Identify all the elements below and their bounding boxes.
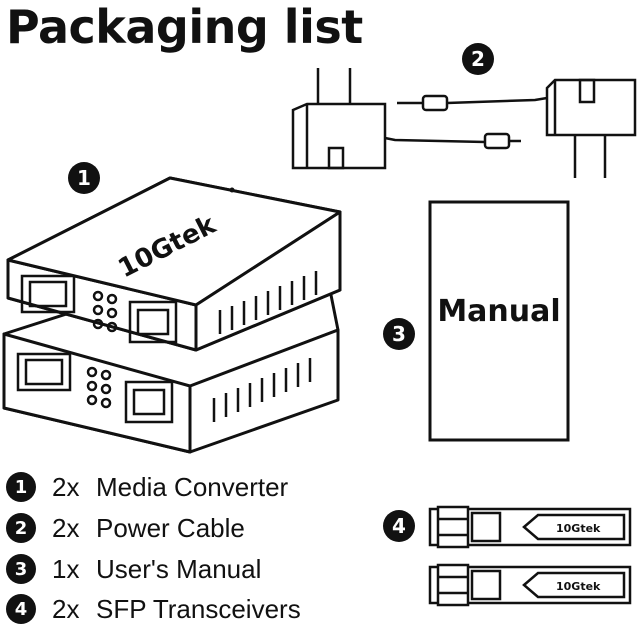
item-quantity: 2x [52,593,80,624]
item-name: User's Manual [96,553,262,584]
list-item: 3 1x User's Manual [6,554,261,584]
callout-badge-1: 1 [68,162,100,194]
item-number-badge: 4 [6,594,36,624]
item-number-badge: 2 [6,513,36,543]
sfp-brand-label: 10Gtek [556,522,601,535]
item-name: Media Converter [96,471,289,502]
sfp-brand-label: 10Gtek [556,580,601,593]
item-name: Power Cable [96,512,245,543]
item-name: SFP Transceivers [96,593,301,624]
manual-illustration: Manual [428,200,570,442]
list-item: 4 2x SFP Transceivers [6,594,301,624]
item-number-badge: 3 [6,554,36,584]
manual-cover-label: Manual [437,294,560,329]
power-cable-illustration [291,68,637,178]
item-quantity: 1x [52,553,80,584]
sfp-transceiver-illustration-2: 10Gtek [428,563,632,607]
callout-badge-2: 2 [462,43,494,75]
item-quantity: 2x [52,512,80,543]
media-converter-illustration: 10Gtek [2,176,342,454]
page-title: Packaging list [6,0,363,54]
item-number-badge: 1 [6,472,36,502]
list-item: 2 2x Power Cable [6,513,245,543]
callout-badge-3: 3 [383,318,415,350]
item-quantity: 2x [52,471,80,502]
callout-badge-4: 4 [383,510,415,542]
list-item: 1 2x Media Converter [6,472,288,502]
sfp-transceiver-illustration-1: 10Gtek [428,505,632,549]
